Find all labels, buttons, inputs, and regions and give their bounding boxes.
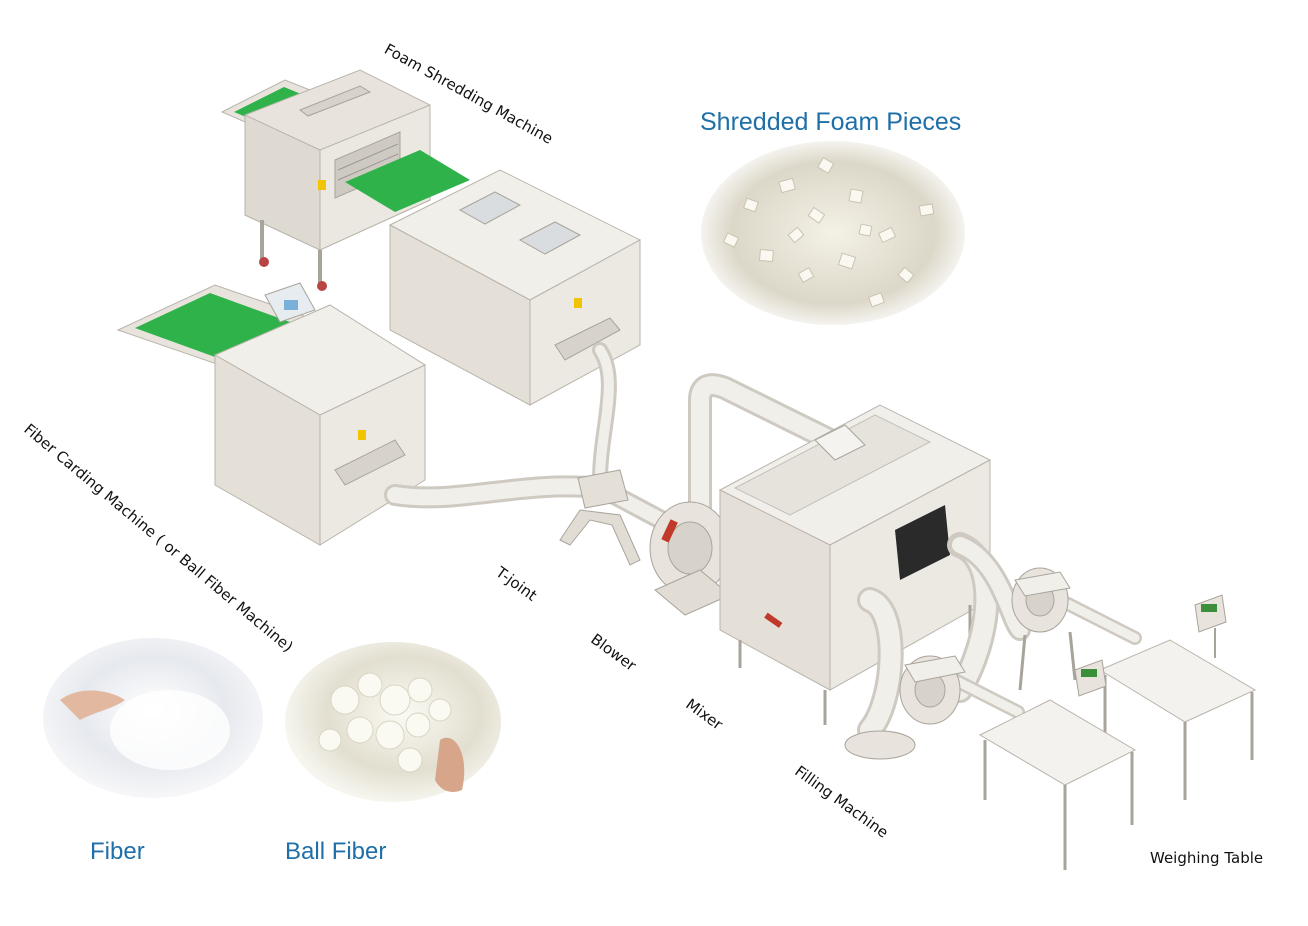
label-fiber: Fiber xyxy=(90,838,145,865)
t-joint xyxy=(559,469,641,566)
label-weighing-table: Weighing Table xyxy=(1150,849,1264,867)
foam-storage-cabinet xyxy=(388,169,642,406)
mixer xyxy=(718,404,992,725)
weighing-table xyxy=(978,594,1257,870)
label-shredded-foam-pieces: Shredded Foam Pieces xyxy=(700,108,962,136)
filling-pipes xyxy=(857,532,1142,743)
foam-shredding-machine xyxy=(220,69,470,291)
blower xyxy=(649,501,731,616)
fiber-photo xyxy=(43,638,263,798)
ball-fiber-photo xyxy=(285,642,501,802)
shredded-foam-photo xyxy=(701,141,965,325)
label-ball-fiber: Ball Fiber xyxy=(285,838,387,865)
filling-machine xyxy=(844,567,1077,760)
fiber-carding-machine xyxy=(116,282,427,546)
